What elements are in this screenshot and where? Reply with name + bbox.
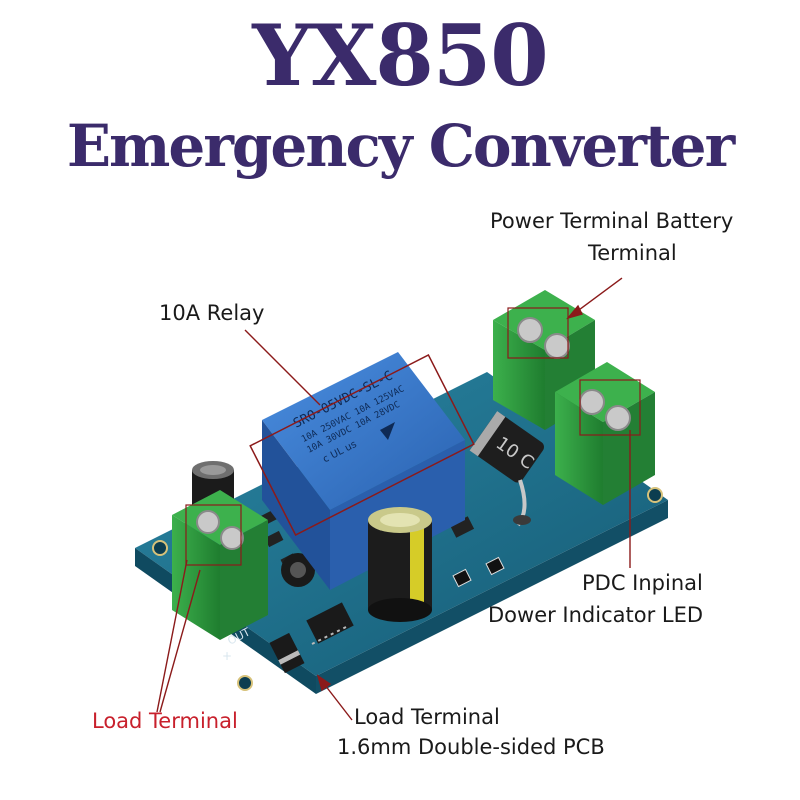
smd-components	[260, 508, 505, 674]
diode: 10 C	[469, 411, 544, 527]
mounting-hole-icon	[152, 540, 168, 556]
load-terminal-callout-box	[185, 504, 242, 566]
load-terminal-block	[172, 490, 268, 640]
power-terminal-label-line1: Power Terminal Battery	[490, 209, 734, 233]
ic-chip	[306, 602, 354, 645]
screw-icon	[544, 333, 570, 359]
screw-icon	[517, 317, 543, 343]
relay-label: 10A Relay	[159, 301, 265, 325]
load-terminal-label-line1: Load Terminal	[354, 705, 500, 729]
large-capacitor	[368, 507, 432, 622]
screw-icon	[605, 405, 631, 431]
mounting-hole-icon	[647, 487, 663, 503]
product-subtitle: Emergency Converter	[66, 112, 735, 180]
pdc-label-line1: PDC Inpinal	[582, 571, 703, 595]
product-title: YX850	[252, 6, 548, 105]
leader-lines	[156, 277, 631, 721]
battery-terminal-callout-box	[579, 379, 641, 436]
mounting-hole-icon	[237, 675, 253, 691]
screw-icon	[579, 389, 605, 415]
screw-icon	[196, 510, 220, 534]
pcb-plus-text: +	[222, 649, 232, 663]
pdc-label-line2: Dower Indicator LED	[488, 603, 704, 627]
load-terminal-red-label: Load Terminal	[92, 709, 238, 733]
power-terminal-label-line2: Terminal	[588, 241, 677, 265]
screw-icon	[220, 526, 244, 550]
warning-triangle-icon	[380, 422, 395, 440]
relay-callout-box	[249, 354, 475, 536]
power-terminal-callout-box	[507, 307, 569, 359]
load-terminal-label-line2: 1.6mm Double-sided PCB	[337, 735, 605, 759]
